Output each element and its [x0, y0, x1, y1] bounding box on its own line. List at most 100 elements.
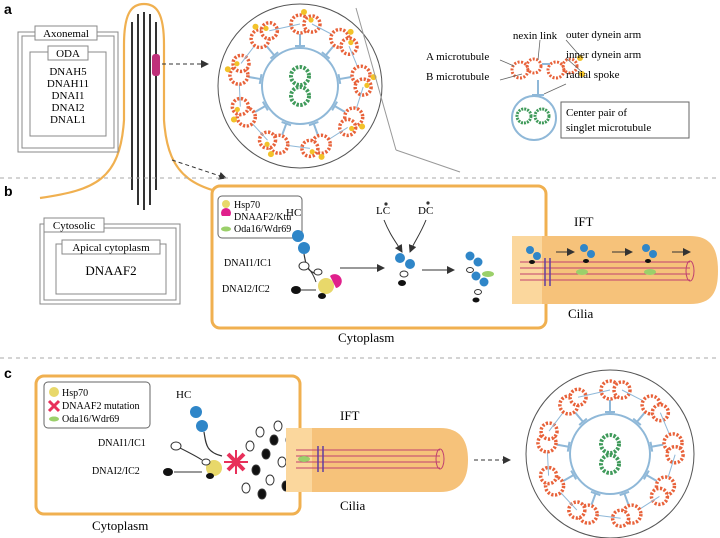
- outer-dynein-arm: [359, 123, 366, 130]
- legend-nexin-link: nexin link: [513, 30, 558, 42]
- assembly-complex-b: [291, 261, 342, 299]
- inner-dynein-arm: [364, 82, 370, 88]
- spoke-head: [337, 73, 342, 85]
- legend-radial-spoke: radial spoke: [566, 69, 620, 81]
- dynein-complex-b: [395, 253, 415, 286]
- radial-spoke: [623, 493, 630, 506]
- radial-spoke: [281, 123, 288, 136]
- outer-dynein-arm: [267, 151, 274, 158]
- hc-label-c: HC: [176, 389, 191, 401]
- subunit: [261, 448, 271, 460]
- radial-spoke: [339, 75, 352, 81]
- apical-cytoplasm-label: Apical cytoplasm: [72, 242, 150, 254]
- radial-spoke: [556, 443, 569, 448]
- legend-b-dnaaf2: DNAAF2/Ktu: [234, 212, 291, 223]
- legend-b-hsp70: Hsp70: [234, 200, 260, 211]
- cilia-label-b: Cilia: [568, 306, 594, 321]
- radial-spoke: [254, 105, 266, 113]
- subunit: [245, 440, 255, 452]
- cilium-b: [512, 236, 718, 304]
- legend-a-microtubule: [510, 60, 530, 80]
- spoke-head: [570, 470, 577, 480]
- oda-protein: DNAL1: [50, 114, 86, 126]
- apical-protein: DNAAF2: [85, 263, 136, 278]
- mutation-icon: [47, 399, 61, 413]
- radial-spoke: [574, 411, 584, 423]
- oda-protein: DNAI2: [52, 102, 85, 114]
- inner-dynein-arm: [234, 106, 240, 113]
- spoke-head: [258, 73, 263, 85]
- cilium-c: [286, 428, 468, 492]
- radial-spoke: [562, 474, 575, 482]
- dynein-cargo-b: [465, 251, 494, 303]
- spoke-head: [331, 101, 339, 111]
- cytoplasm-label-c: Cytoplasm: [92, 518, 148, 533]
- spoke-head: [578, 417, 588, 426]
- outer-dynein-arm: [318, 153, 325, 160]
- axoneme-cross-section-a: [217, 3, 383, 169]
- hc-label-b: HC: [286, 207, 301, 219]
- cytosolic-label: Cytosolic: [53, 220, 95, 232]
- cilium-axoneme: [131, 12, 157, 210]
- legend-c: [43, 381, 151, 429]
- subunit: [255, 426, 265, 438]
- axoneme-legend: [355, 7, 690, 173]
- legend-c-oda16: Oda16/Wdr69: [62, 414, 119, 425]
- outer-dynein-arm: [224, 66, 231, 73]
- oda-label: ODA: [56, 48, 80, 60]
- legend-b-microtubule: [525, 57, 543, 75]
- oda16-icon: [49, 416, 59, 422]
- legend-outer-dynein-arm: outer dynein arm: [566, 29, 642, 41]
- axonemal-label: Axonemal: [43, 28, 89, 40]
- legend-b-microtubule-label: B microtubule: [426, 71, 489, 83]
- central-sheath: [261, 47, 339, 125]
- outer-dynein-arm: [347, 28, 354, 35]
- cell-outline-a: [39, 2, 253, 200]
- membrane: [525, 369, 695, 538]
- radial-spoke: [645, 474, 658, 482]
- nexin-link: [269, 23, 301, 32]
- outer-dynein-arm: [230, 116, 237, 123]
- radial-spoke: [248, 75, 261, 81]
- panel-c-label: c: [4, 365, 12, 381]
- dnai2-label-b: DNAI2/IC2: [222, 284, 270, 295]
- spoke-head: [308, 120, 319, 127]
- cilia-label-c: Cilia: [340, 498, 366, 513]
- legend-b-oda16: Oda16/Wdr69: [234, 224, 291, 235]
- ift-label-c: IFT: [340, 408, 360, 423]
- dnaaf2-icon: [221, 208, 232, 216]
- center-singlet: [599, 453, 621, 475]
- failed-complex-c: [163, 441, 248, 479]
- subunit: [277, 456, 287, 468]
- cilium-oda-marker: [152, 54, 160, 76]
- spoke-head: [269, 51, 279, 60]
- spoke-head: [643, 470, 650, 480]
- legend-c-hsp70: Hsp70: [62, 388, 88, 399]
- central-sheath: [569, 413, 651, 495]
- membrane: [217, 3, 383, 169]
- inner-dynein-arm: [234, 61, 240, 67]
- axonemal-box: Axonemal ODA DNAH5 DNAH11 DNAI1 DNAI2 DN…: [17, 25, 119, 153]
- spoke-head: [632, 417, 642, 426]
- center-singlet: [289, 85, 311, 107]
- subunit: [273, 420, 283, 432]
- dnai1-label-c: DNAI1/IC1: [98, 438, 146, 449]
- radial-spoke: [636, 411, 646, 423]
- dc-label: DC: [418, 205, 433, 217]
- center-singlet: [599, 433, 621, 455]
- oda-protein: DNAI1: [52, 90, 85, 102]
- radial-spoke: [312, 123, 319, 136]
- axoneme-cross-section-c: [525, 369, 695, 538]
- subunit: [251, 464, 261, 476]
- cytoplasm-label-b: Cytoplasm: [338, 330, 394, 345]
- subunit: [241, 482, 251, 494]
- cytosolic-box: Cytosolic Apical cytoplasm DNAAF2: [39, 217, 181, 305]
- inner-dynein-arm: [308, 17, 314, 23]
- subunit: [265, 474, 275, 486]
- radial-spoke: [265, 45, 276, 57]
- ift-label-b: IFT: [574, 214, 594, 229]
- oda-protein: DNAH5: [49, 66, 87, 78]
- legend-center-pair-2: singlet microtubule: [566, 122, 651, 134]
- legend-a-microtubule-label: A microtubule: [426, 51, 489, 63]
